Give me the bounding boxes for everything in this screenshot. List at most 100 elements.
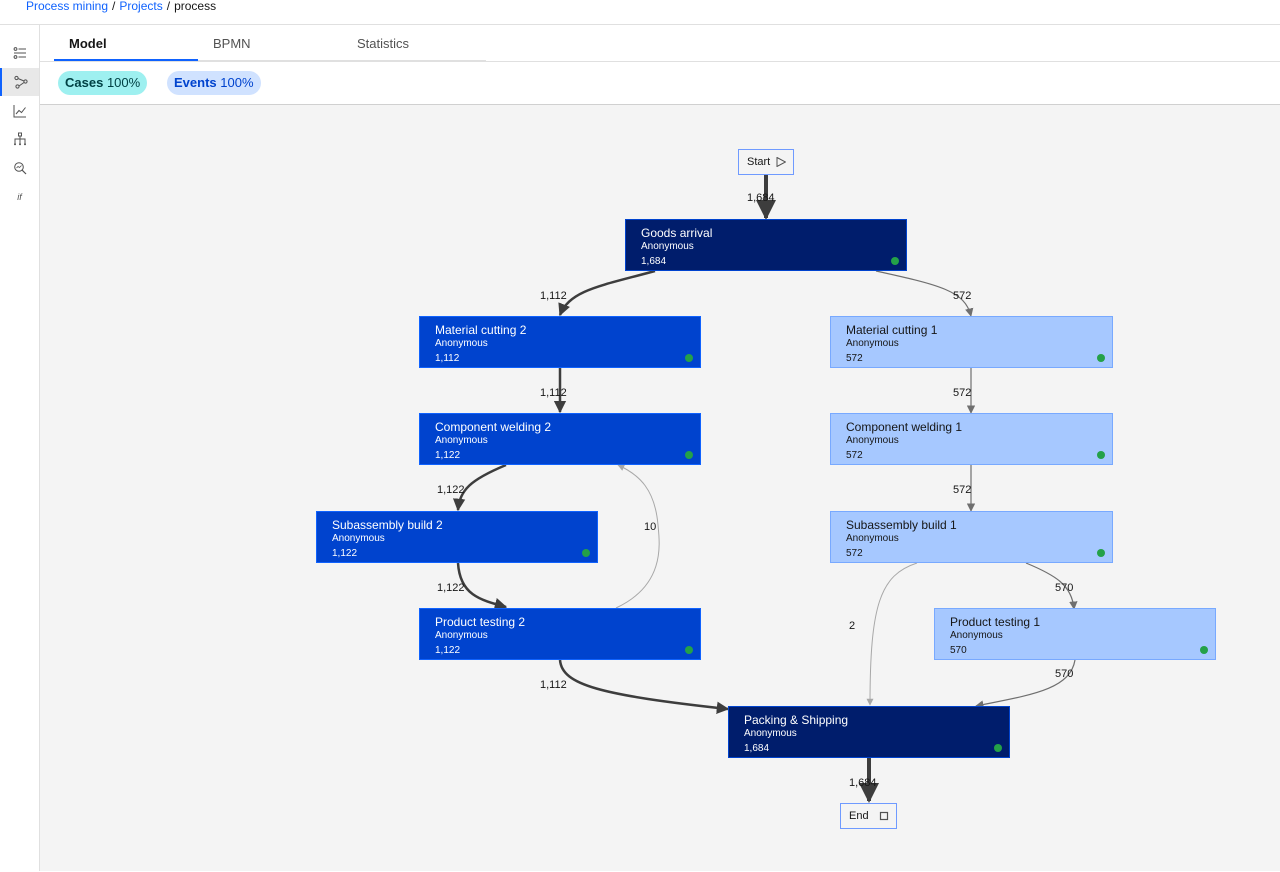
activity-count: 572 — [846, 450, 863, 461]
activity-count: 1,122 — [435, 450, 461, 461]
events-filter-chip[interactable]: Events 100% — [167, 71, 261, 95]
cases-filter-chip[interactable]: Cases 100% — [58, 71, 148, 95]
status-dot — [1097, 451, 1105, 459]
status-dot — [685, 646, 693, 654]
activity-count: 1,684 — [641, 256, 667, 267]
edge-label-sb1-pack: 2 — [849, 620, 856, 632]
activity-resource: Anonymous — [744, 728, 797, 739]
edge-label-mc1-cw1: 572 — [953, 387, 972, 399]
edge-sb1-pt1[interactable] — [1025, 562, 1078, 610]
tab-model[interactable]: Model — [54, 25, 198, 61]
search-analysis-button[interactable] — [0, 154, 39, 182]
activity-resource: Anonymous — [846, 338, 899, 349]
status-dot — [685, 354, 693, 362]
edge-sb1-pack[interactable] — [866, 562, 918, 706]
edge-pt1-pack[interactable] — [975, 659, 1076, 709]
activity-resource: Anonymous — [435, 630, 488, 641]
edge-goods-mc1[interactable] — [875, 270, 974, 317]
activity-resource: Anonymous — [641, 241, 694, 252]
edge-label-goods-mc1: 572 — [953, 290, 972, 302]
activity-subassembly-build-1[interactable]: Subassembly build 1 Anonymous 572 — [830, 511, 1113, 563]
activity-count: 572 — [846, 353, 863, 364]
breadcrumb-current: process — [174, 0, 217, 13]
edge-pt2-pack[interactable] — [558, 659, 730, 714]
activity-subassembly-build-2[interactable]: Subassembly build 2 Anonymous 1,122 — [316, 511, 598, 563]
edge-label-start-goods: 1,684 — [747, 192, 775, 204]
cases-chip-label: Cases — [65, 75, 104, 90]
search-analysis-icon — [13, 162, 26, 175]
activity-material-cutting-1[interactable]: Material cutting 1 Anonymous 572 — [830, 316, 1113, 368]
edge-label-pack-end: 1,684 — [849, 777, 877, 789]
activity-title: Subassembly build 1 — [846, 518, 957, 532]
edge-cw2-sb2[interactable] — [452, 463, 507, 512]
trend-chart-icon — [13, 105, 26, 118]
edge-label-pt1-pack: 570 — [1055, 668, 1074, 680]
tabs-divider — [40, 61, 1280, 62]
activity-title: Subassembly build 2 — [332, 518, 443, 532]
process-map-canvas[interactable]: Start End Goods arrival Anonymous 1,684 … — [40, 104, 1280, 871]
process-map-icon — [13, 75, 28, 89]
activity-product-testing-2[interactable]: Product testing 2 Anonymous 1,122 — [419, 608, 701, 660]
activity-resource: Anonymous — [950, 630, 1003, 641]
status-dot — [891, 257, 899, 265]
activity-title: Goods arrival — [641, 226, 713, 240]
cases-chip-value: 100% — [106, 75, 141, 90]
activity-goods-arrival[interactable]: Goods arrival Anonymous 1,684 — [625, 219, 907, 271]
status-dot — [1200, 646, 1208, 654]
activity-count: 1,122 — [435, 645, 461, 656]
breadcrumb-separator: / — [112, 0, 116, 13]
activity-product-testing-1[interactable]: Product testing 1 Anonymous 570 — [934, 608, 1216, 660]
activity-count: 570 — [950, 645, 967, 656]
activity-component-welding-2[interactable]: Component welding 2 Anonymous 1,122 — [419, 413, 701, 465]
left-toolbar: if — [0, 25, 40, 871]
play-icon — [776, 157, 786, 167]
breadcrumb-link-process-mining[interactable]: Process mining — [26, 0, 109, 13]
edge-pt2-cw2[interactable] — [615, 464, 660, 609]
hierarchy-icon — [13, 132, 26, 146]
stop-icon — [879, 811, 889, 821]
filter-list-button[interactable] — [0, 39, 39, 67]
breadcrumb-link-projects[interactable]: Projects — [119, 0, 163, 13]
status-dot — [1097, 354, 1105, 362]
edge-goods-mc2[interactable] — [558, 269, 656, 317]
tab-statistics[interactable]: Statistics — [357, 36, 410, 51]
process-map-button[interactable] — [0, 68, 39, 96]
activity-resource: Anonymous — [435, 435, 488, 446]
activity-component-welding-1[interactable]: Component welding 1 Anonymous 572 — [830, 413, 1113, 465]
breadcrumb-separator: / — [166, 0, 171, 13]
hierarchy-button[interactable] — [0, 125, 39, 153]
events-chip-value: 100% — [220, 75, 254, 90]
view-tabs: Model BPMN Statistics — [54, 25, 486, 61]
activity-title: Product testing 2 — [435, 615, 526, 629]
status-dot — [685, 451, 693, 459]
activity-count: 1,112 — [435, 353, 460, 364]
edge-label-cw2-sb2: 1,122 — [437, 484, 465, 496]
tab-bpmn[interactable]: BPMN — [213, 36, 251, 51]
end-node[interactable]: End — [840, 803, 897, 829]
activity-count: 1,122 — [332, 548, 358, 559]
edge-label-cw1-sb1: 572 — [953, 484, 972, 496]
activity-title: Material cutting 1 — [846, 323, 938, 337]
activity-title: Component welding 2 — [435, 420, 552, 434]
activity-resource: Anonymous — [846, 435, 899, 446]
end-label: End — [849, 810, 869, 822]
edge-label-pt2-pack: 1,112 — [540, 679, 567, 691]
edge-label-sb1-pt1: 570 — [1055, 582, 1074, 594]
activity-resource: Anonymous — [435, 338, 488, 349]
status-dot — [582, 549, 590, 557]
activity-title: Product testing 1 — [950, 615, 1041, 629]
edge-sb2-pt2[interactable] — [456, 562, 508, 611]
activity-count: 1,684 — [744, 743, 770, 754]
start-node[interactable]: Start — [738, 149, 794, 175]
edge-label-goods-mc2: 1,112 — [540, 290, 567, 302]
trend-chart-button[interactable] — [0, 97, 39, 125]
status-dot — [994, 744, 1002, 752]
status-dot — [1097, 549, 1105, 557]
what-if-button[interactable]: if — [0, 183, 39, 211]
what-if-icon: if — [17, 192, 22, 202]
edge-label-sb2-pt2: 1,122 — [437, 582, 465, 594]
edge-label-pt2-cw2: 10 — [644, 521, 657, 533]
activity-material-cutting-2[interactable]: Material cutting 2 Anonymous 1,112 — [419, 316, 701, 368]
activity-title: Component welding 1 — [846, 420, 963, 434]
activity-packing-shipping[interactable]: Packing & Shipping Anonymous 1,684 — [728, 706, 1010, 758]
